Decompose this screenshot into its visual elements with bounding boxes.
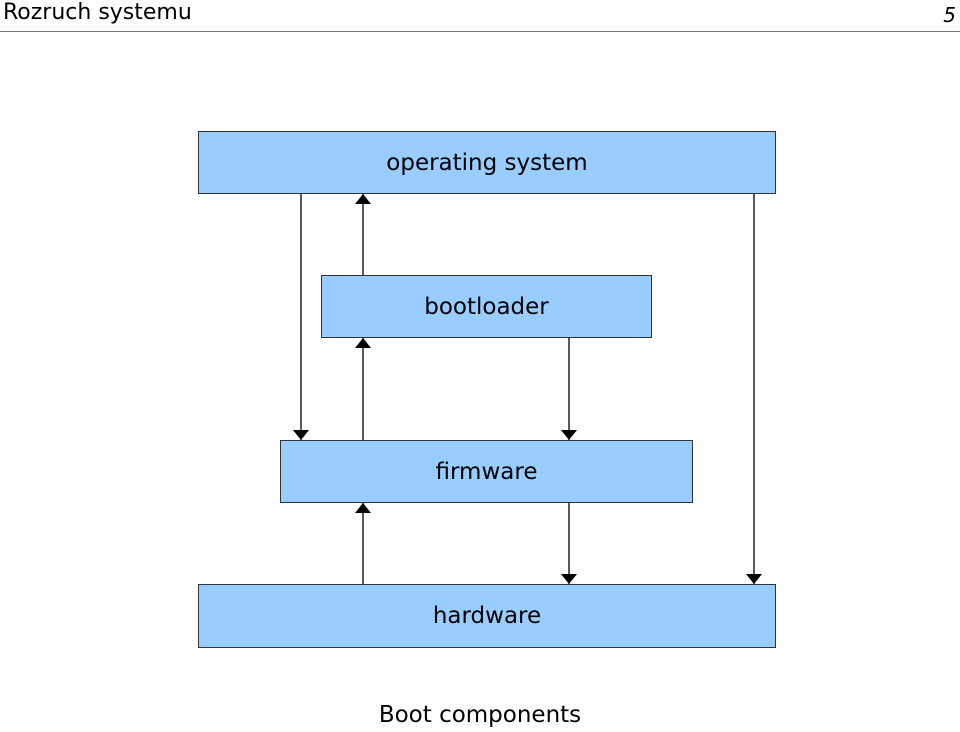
slide-title: Rozruch systemu <box>3 0 192 25</box>
bootloader-box: bootloader <box>321 275 652 338</box>
hardware-label: hardware <box>432 603 542 629</box>
operating-system-box: operating system <box>198 131 776 194</box>
firmware-label: firmware <box>435 458 538 485</box>
operating-system-label: operating system <box>386 149 588 176</box>
slide-header: Rozruch systemu 5 <box>0 0 960 32</box>
page-number: 5 <box>943 3 956 27</box>
hardware-box: hardware <box>198 584 776 648</box>
firmware-box: firmware <box>280 440 693 503</box>
diagram-caption: Boot components <box>378 702 582 728</box>
bootloader-label: bootloader <box>424 293 549 320</box>
